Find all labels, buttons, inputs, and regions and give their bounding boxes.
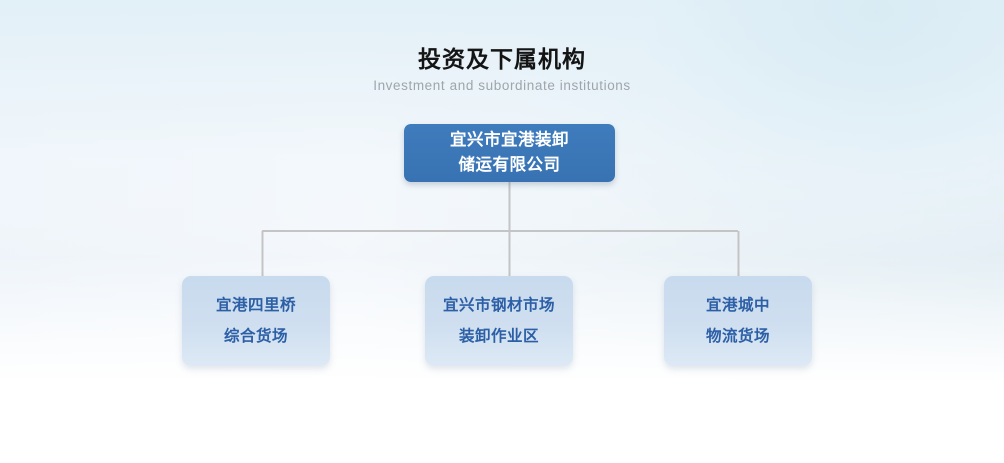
page-title: 投资及下属机构 xyxy=(418,46,586,72)
org-node-root-line-2: 储运有限公司 xyxy=(458,156,561,174)
org-node-child-0[interactable]: 宜港四里桥 综合货场 xyxy=(182,276,330,366)
org-node-child-1-line-1: 宜兴市钢材市场 xyxy=(442,297,555,314)
org-node-root-line-1: 宜兴市宜港装卸 xyxy=(450,131,569,149)
org-node-child-1[interactable]: 宜兴市钢材市场 装卸作业区 xyxy=(425,276,573,366)
org-node-child-1-line-2: 装卸作业区 xyxy=(458,328,539,345)
org-node-root[interactable]: 宜兴市宜港装卸 储运有限公司 xyxy=(404,124,615,182)
page-subtitle: Investment and subordinate institutions xyxy=(373,78,631,93)
org-node-child-2[interactable]: 宜港城中 物流货场 xyxy=(664,276,812,366)
org-node-child-0-line-1: 宜港四里桥 xyxy=(215,297,296,314)
page-heading: 投资及下属机构 Investment and subordinate insti… xyxy=(0,44,1004,95)
org-node-child-0-line-2: 综合货场 xyxy=(223,328,288,345)
org-node-child-2-line-2: 物流货场 xyxy=(705,328,770,345)
org-node-child-2-line-1: 宜港城中 xyxy=(705,297,770,314)
